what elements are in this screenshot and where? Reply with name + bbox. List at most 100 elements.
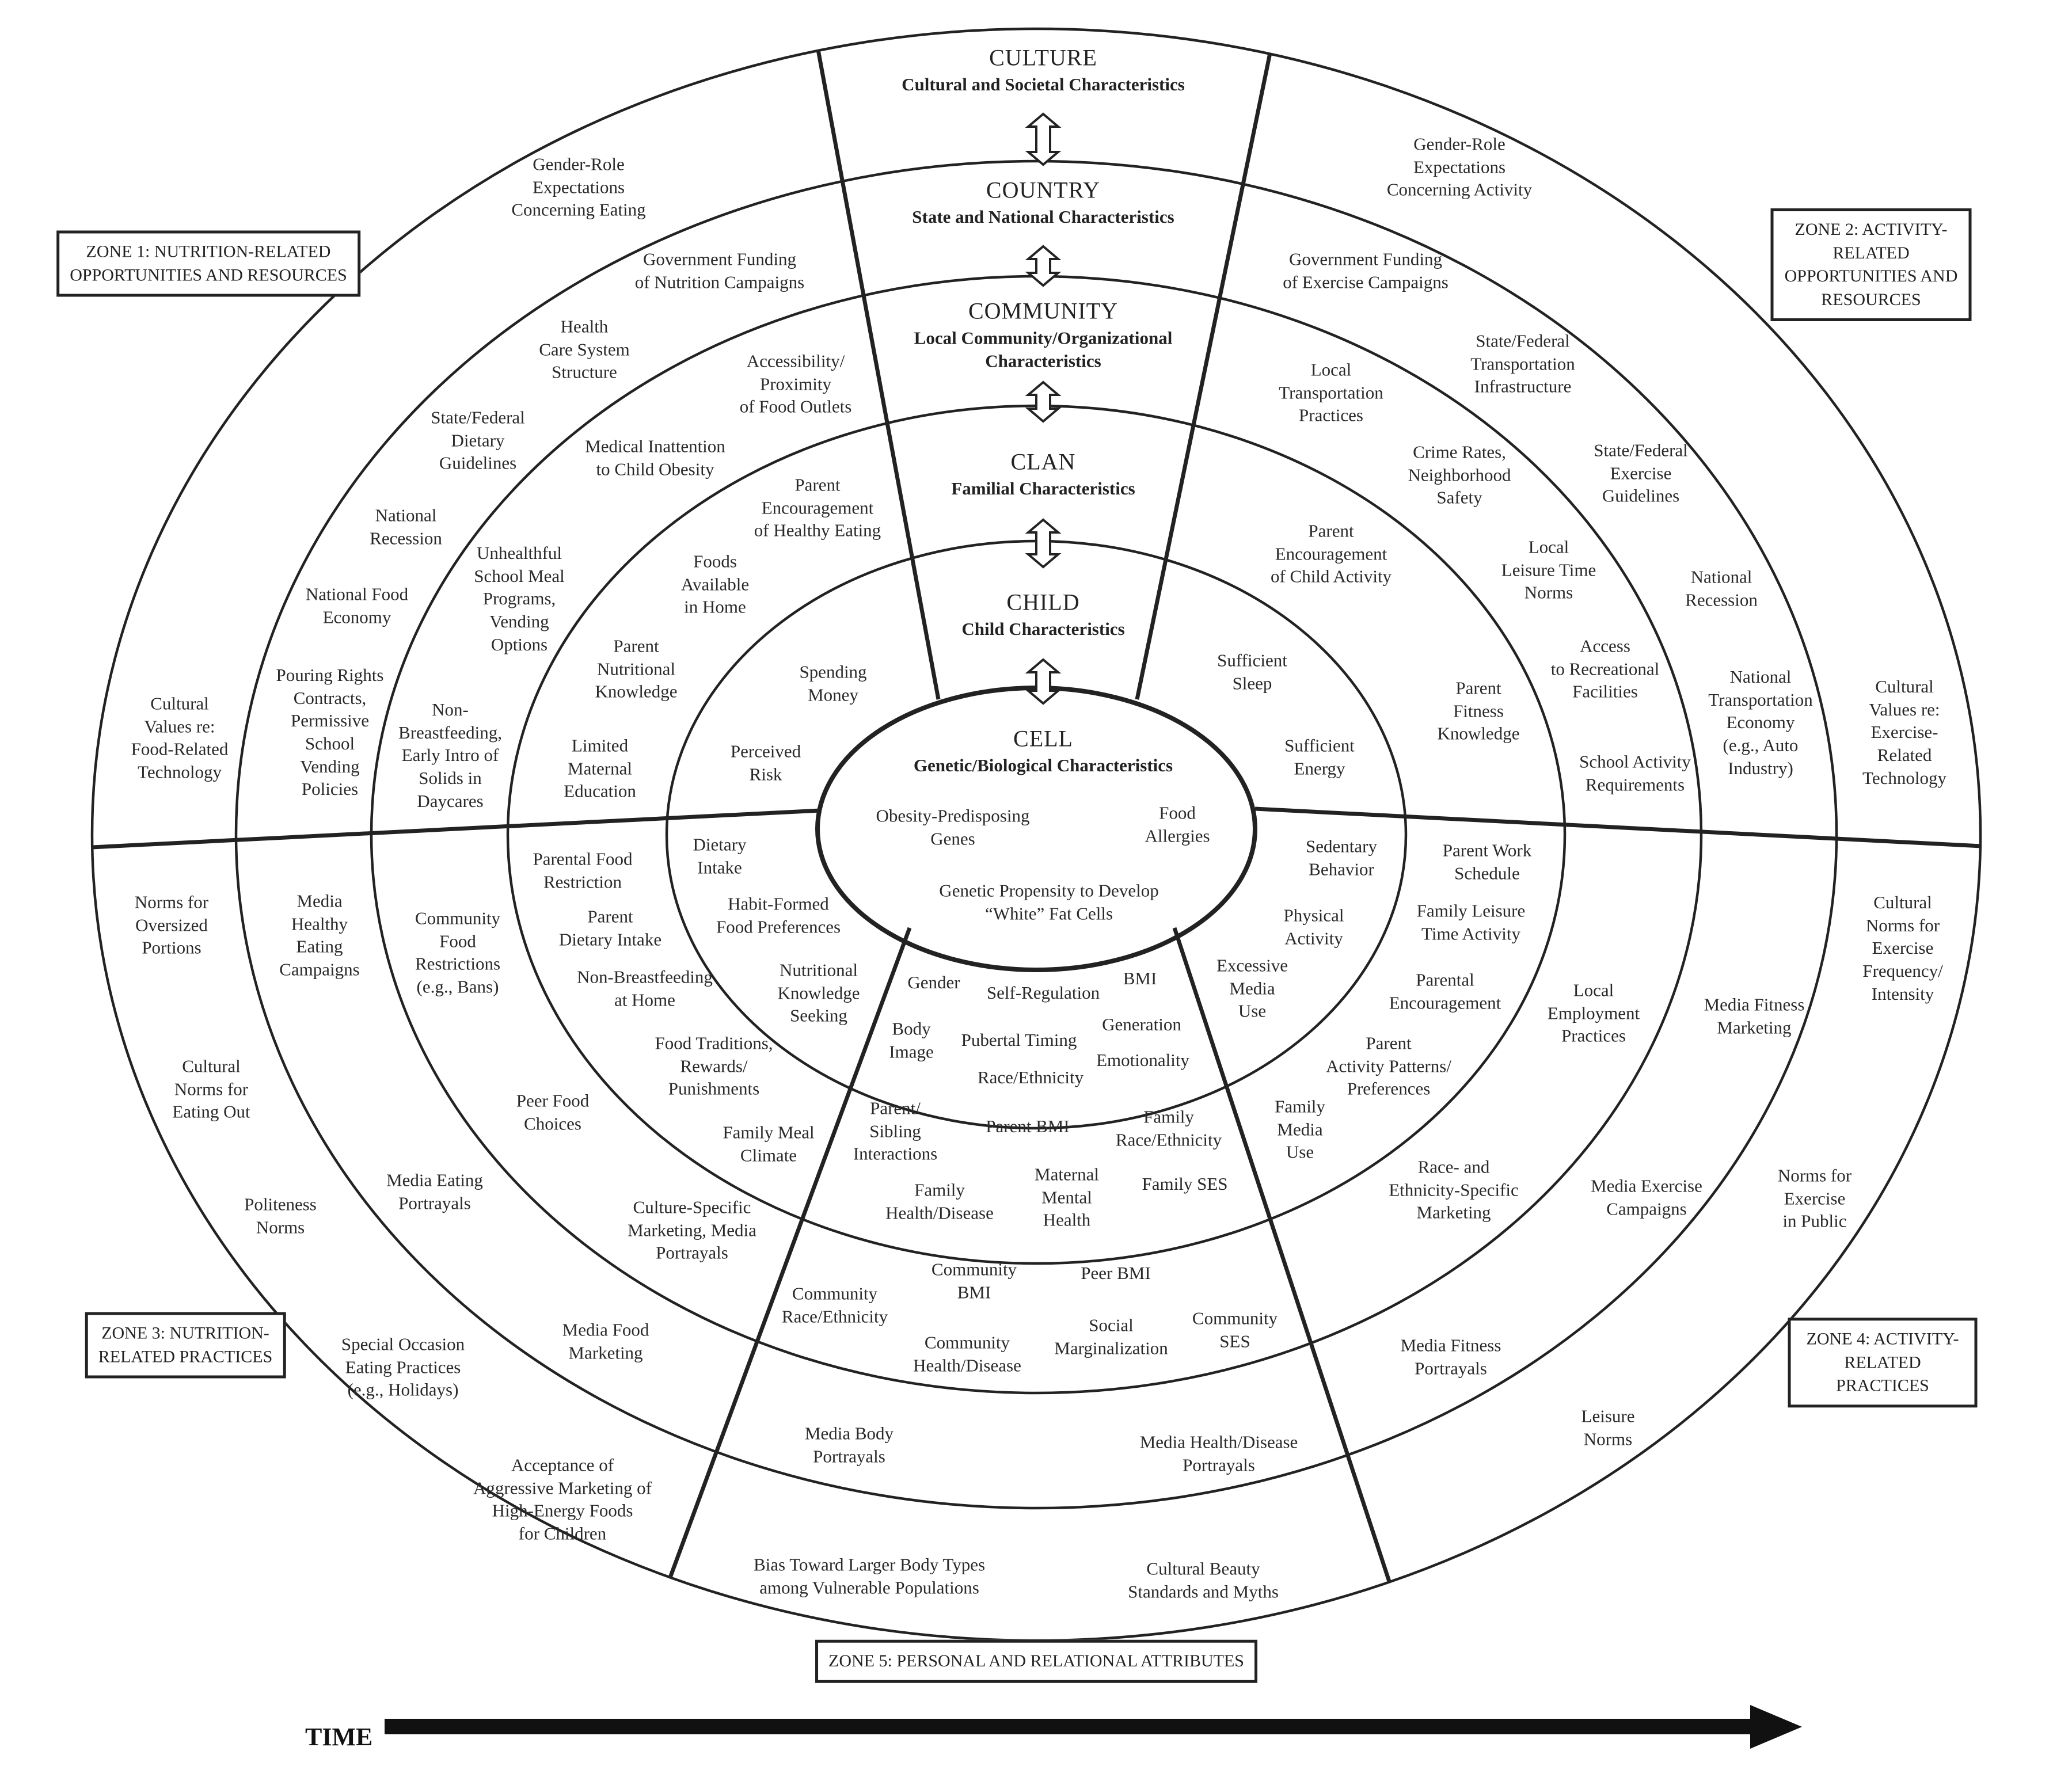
factor-label: Unhealthful School Meal Programs, Vendin…	[474, 542, 565, 654]
ring-title-cell: CELL	[1013, 725, 1073, 752]
factor-label: National Food Economy	[305, 584, 409, 627]
factor-label: School Activity Requirements	[1579, 751, 1691, 794]
time-arrow	[385, 1705, 1802, 1749]
factor-label: Parent Dietary Intake	[558, 906, 662, 949]
factor-label: Parent BMI	[986, 1116, 1070, 1137]
divider-horizontal-right	[1254, 806, 1980, 850]
factor-label: Sedentary Behavior	[1306, 836, 1377, 879]
divider-culture-left	[807, 29, 941, 700]
factor-label: Parent Fitness Knowledge	[1437, 677, 1520, 744]
bidirectional-arrows	[1025, 112, 1062, 705]
factor-label: Media Fitness Marketing	[1704, 994, 1805, 1037]
factor-label: Media Health/Disease Portrayals	[1139, 1432, 1298, 1475]
factor-label: Self-Regulation	[986, 983, 1100, 1003]
factor-label: Foods Available in Home	[680, 551, 750, 617]
factor-label: Norms for Oversized Portions	[134, 892, 209, 958]
ring-title-community: COMMUNITY	[968, 298, 1119, 324]
factor-label: Cultural Beauty Standards and Myths	[1128, 1558, 1279, 1601]
factor-label: Race- and Ethnicity-Specific Marketing	[1389, 1156, 1519, 1223]
factor-label: Media Food Marketing	[562, 1319, 649, 1362]
factor-label: Cultural Norms for Eating Out	[172, 1056, 250, 1122]
factor-label: Politeness Norms	[244, 1194, 317, 1237]
zone-4-box: ZONE 4: ACTIVITY- RELATED PRACTICES	[1788, 1318, 1978, 1407]
factor-label: Cultural Norms for Exercise Frequency/ I…	[1862, 892, 1943, 1004]
factor-label: Body Image	[889, 1018, 934, 1061]
factor-label: Family Meal Climate	[723, 1122, 815, 1165]
factor-label: Bias Toward Larger Body Types among Vuln…	[753, 1554, 986, 1597]
ring-title-culture: CULTURE	[989, 44, 1097, 71]
factor-label: Cultural Values re: Exercise- Related Te…	[1862, 676, 1946, 788]
factor-label: Media Healthy Eating Campaigns	[279, 890, 360, 980]
zone-1-box: ZONE 1: NUTRITION-RELATED OPPORTUNITIES …	[56, 230, 360, 297]
factor-label: National Recession	[370, 505, 442, 548]
factor-label: Gender	[907, 972, 960, 993]
factor-label: Nutritional Knowledge Seeking	[777, 960, 860, 1026]
factor-label: Government Funding of Exercise Campaigns	[1283, 249, 1449, 292]
factor-label: Access to Recreational Facilities	[1550, 635, 1660, 702]
factor-label: Accessibility/ Proximity of Food Outlets	[739, 351, 852, 417]
factor-label: Community SES	[1192, 1308, 1278, 1351]
factor-label: Food Traditions, Rewards/ Punishments	[655, 1033, 773, 1099]
factor-label: Medical Inattention to Child Obesity	[585, 436, 725, 479]
time-axis-label: TIME	[305, 1723, 373, 1751]
factor-label: Culture-Specific Marketing, Media Portra…	[628, 1197, 756, 1263]
factor-label: National Transportation Economy (e.g., A…	[1708, 666, 1813, 778]
factor-label: Sufficient Sleep	[1217, 650, 1287, 693]
factor-label: Parent Nutritional Knowledge	[595, 635, 678, 702]
double-arrow-icon	[1025, 380, 1062, 423]
factor-label: Parent Encouragement of Healthy Eating	[754, 474, 881, 540]
factor-label: Leisure Norms	[1581, 1406, 1635, 1449]
factor-label: Pubertal Timing	[961, 1030, 1077, 1050]
ring-subtitle-community: Local Community/Organizational Character…	[914, 328, 1173, 371]
factor-label: Community Food Restrictions (e.g., Bans)	[415, 908, 501, 997]
factor-label: Family SES	[1142, 1174, 1228, 1194]
double-arrow-icon	[1025, 518, 1062, 569]
factor-label: Family Leisure Time Activity	[1416, 900, 1526, 943]
factor-label: Parent Activity Patterns/ Preferences	[1326, 1033, 1451, 1099]
ring-subtitle-child: Child Characteristics	[961, 618, 1125, 639]
factor-label: Parental Food Restriction	[533, 848, 633, 892]
zone-3-box: ZONE 3: NUTRITION- RELATED PRACTICES	[85, 1312, 286, 1379]
factor-label: Government Funding of Nutrition Campaign…	[634, 249, 805, 292]
factor-label: Parent Encouragement of Child Activity	[1270, 520, 1392, 587]
factor-label: Genetic Propensity to Develop “White” Fa…	[939, 880, 1159, 923]
divider-lower-left	[642, 927, 912, 1640]
factor-label: Food Allergies	[1145, 802, 1210, 846]
factor-label: Gender-Role Expectations Concerning Acti…	[1386, 134, 1533, 200]
factor-label: Local Leisure Time Norms	[1501, 536, 1596, 603]
factor-label: Special Occasion Eating Practices (e.g.,…	[341, 1334, 465, 1400]
factor-label: Media Exercise Campaigns	[1591, 1175, 1702, 1219]
ring-subtitle-cell: Genetic/Biological Characteristics	[913, 755, 1173, 775]
factor-label: Obesity-Predisposing Genes	[876, 805, 1030, 848]
factor-label: State/Federal Dietary Guidelines	[431, 407, 525, 473]
factor-label: Health Care System Structure	[539, 316, 630, 382]
factor-label: Non-Breastfeeding at Home	[577, 966, 713, 1010]
factor-label: Limited Maternal Education	[564, 735, 636, 801]
factor-label: Media Fitness Portrayals	[1400, 1335, 1501, 1378]
double-arrow-icon	[1025, 658, 1062, 705]
ring-country-boundary	[234, 159, 1838, 1510]
factor-label: Local Transportation Practices	[1279, 359, 1383, 425]
factor-label: Social Marginalization	[1054, 1315, 1168, 1358]
factor-label: Spending Money	[799, 661, 867, 705]
factor-label: Peer BMI	[1081, 1263, 1151, 1284]
divider-lower-right	[1172, 927, 1413, 1640]
factor-label: Family Health/Disease	[885, 1179, 994, 1223]
factor-label: BMI	[1123, 968, 1157, 989]
factor-label: Parental Encouragement	[1389, 969, 1501, 1012]
factor-label: Emotionality	[1096, 1050, 1189, 1071]
factor-label: Crime Rates, Neighborhood Safety	[1408, 441, 1511, 508]
factor-label: Physical Activity	[1283, 905, 1344, 948]
factor-label: Perceived Risk	[730, 741, 801, 784]
factor-label: Media Eating Portrayals	[386, 1170, 483, 1213]
factor-label: Gender-Role Expectations Concerning Eati…	[511, 154, 646, 220]
ring-title-country: COUNTRY	[986, 177, 1101, 203]
factor-label: Acceptance of Aggressive Marketing of Hi…	[473, 1455, 652, 1544]
factor-label: Local Employment Practices	[1547, 980, 1640, 1046]
factor-label: State/Federal Transportation Infrastruct…	[1470, 330, 1575, 397]
factor-label: Cultural Values re: Food-Related Technol…	[131, 693, 229, 782]
factor-label: Community Health/Disease	[913, 1332, 1021, 1375]
factor-label: Pouring Rights Contracts, Permissive Sch…	[276, 664, 384, 800]
factor-label: Non- Breastfeeding, Early Intro of Solid…	[398, 699, 502, 811]
